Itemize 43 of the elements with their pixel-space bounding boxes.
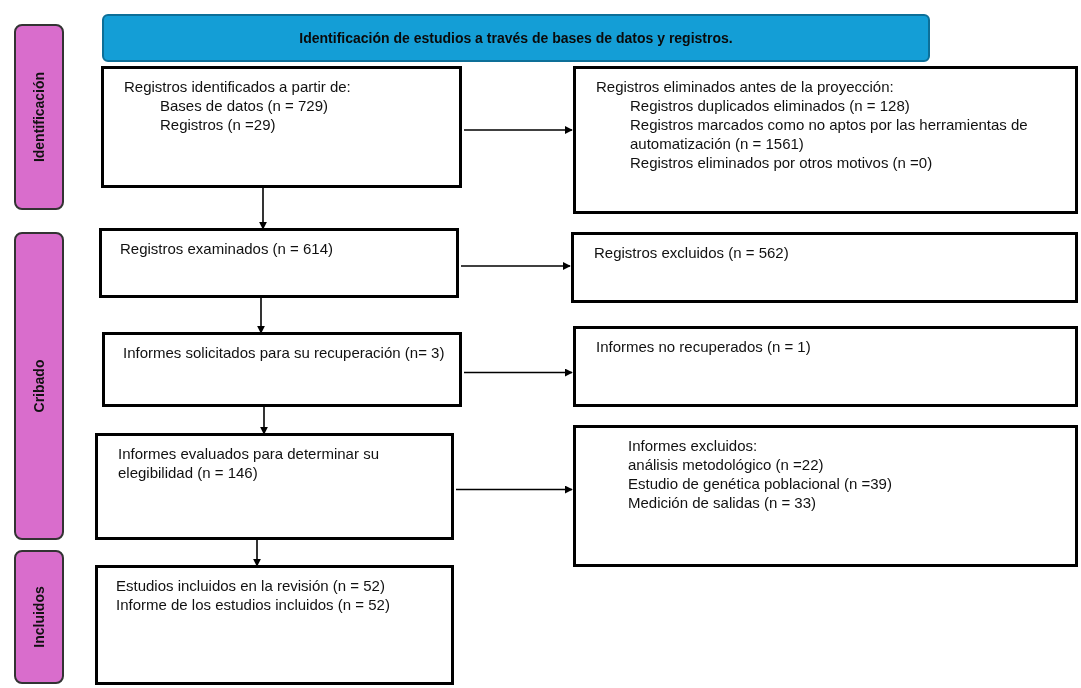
phase-label-tab <box>14 24 64 210</box>
box-heading: Informes no recuperados (n = 1) <box>596 337 812 356</box>
box-text: análisis metodológico (n =22) <box>628 455 825 474</box>
box-heading: Registros identificados a partir de: <box>124 77 352 96</box>
arrow <box>463 126 573 134</box>
arrow <box>260 406 268 435</box>
box-text: Registros (n =29) <box>160 115 277 134</box>
phase-label: Incluidos <box>31 586 47 648</box>
box-text: Medición de salidas (n = 33) <box>628 493 818 512</box>
process-box <box>99 228 459 298</box>
box-heading: Estudios incluidos en la revisión (n = 52) <box>116 576 386 595</box>
phase-label: Cribado <box>31 359 47 413</box>
box-text: Registros marcados como no aptos por las herramientas de automatización (n = 1561) <box>630 115 1029 153</box>
box-text: Registros eliminados por otros motivos (n =0) <box>630 153 934 172</box>
box-heading: Registros examinados (n = 614) <box>120 239 335 258</box>
process-box <box>571 232 1078 303</box>
process-box <box>95 565 454 685</box>
arrow <box>259 187 267 230</box>
process-box <box>101 66 462 188</box>
process-box <box>573 425 1078 567</box>
box-heading: Registros eliminados antes de la proyección: <box>596 77 895 96</box>
box-text: Estudio de genética poblacional (n =39) <box>628 474 893 493</box>
phase-label-tab <box>14 232 64 540</box>
arrow <box>455 485 573 494</box>
box-heading: Informes solicitados para su recuperación (n= 3) <box>123 343 446 362</box>
box-text: Bases de datos (n = 729) <box>160 96 330 115</box>
header-text: Identificación de estudios a través de bases de datos y registros. <box>299 30 733 46</box>
phase-label-tab <box>14 550 64 684</box>
process-box <box>95 433 454 540</box>
arrow <box>460 262 571 270</box>
arrow <box>257 297 265 334</box>
box-heading: Registros excluidos (n = 562) <box>594 243 790 262</box>
box-heading: Informes evaluados para determinar su elegibilidad (n = 146) <box>118 444 380 482</box>
process-box <box>102 332 462 407</box>
box-heading: Informes excluidos: <box>628 436 759 455</box>
process-box <box>573 326 1078 407</box>
process-box <box>573 66 1078 214</box>
arrow <box>253 539 261 567</box>
box-text: Informe de los estudios incluidos (n = 52) <box>116 595 391 614</box>
box-text: Registros duplicados eliminados (n = 128) <box>630 96 911 115</box>
phase-label: Identificación <box>31 71 47 163</box>
arrow <box>463 368 573 377</box>
section-header-bar <box>102 14 930 62</box>
